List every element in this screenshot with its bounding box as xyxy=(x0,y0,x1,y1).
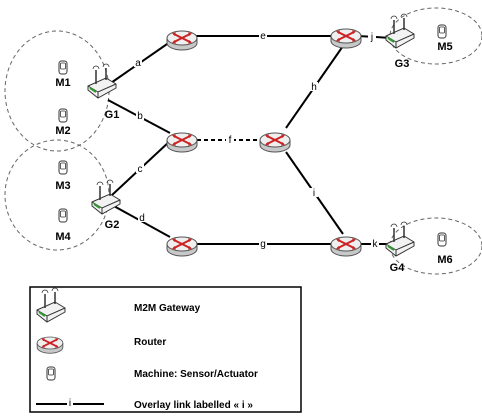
link-label-h: h xyxy=(311,82,317,93)
gateway-icon xyxy=(385,13,415,49)
router-icon xyxy=(36,336,64,355)
machine-label-m5: M5 xyxy=(437,41,452,53)
gateway-icon xyxy=(87,63,117,99)
link-label-e: e xyxy=(260,31,266,42)
gateway-label-g1: G1 xyxy=(105,109,120,121)
link-labels: a b c d e f g h i j k xyxy=(134,31,379,250)
router-icon xyxy=(166,132,198,153)
link-label-a: a xyxy=(135,58,141,69)
legend-machine-label: Machine: Sensor/Actuator xyxy=(134,369,258,380)
machine-icon xyxy=(58,108,68,123)
machine-icon xyxy=(58,60,68,75)
machine-icon xyxy=(46,366,56,381)
cluster-g3 xyxy=(389,7,482,65)
gateway-icon xyxy=(91,179,121,215)
machine-icon xyxy=(58,160,68,175)
link-label-i: i xyxy=(313,188,315,199)
legend: M2M Gateway Router Machine: Sensor/Actua… xyxy=(29,286,302,413)
machine-label-m3: M3 xyxy=(55,180,70,192)
link-label-c: c xyxy=(138,164,143,175)
machine-label-m2: M2 xyxy=(55,125,70,137)
legend-link-label: Overlay link labelled « i » xyxy=(134,400,253,411)
gateway-label-g2: G2 xyxy=(105,219,120,231)
legend-gateway-label: M2M Gateway xyxy=(134,303,201,314)
link-label-d: d xyxy=(139,213,145,224)
router-icon xyxy=(259,132,291,153)
link-label-k: k xyxy=(373,239,379,250)
legend-link-sample-label: i xyxy=(69,398,71,409)
link-label-b: b xyxy=(137,111,143,122)
gateway-label-g4: G4 xyxy=(390,262,406,274)
link-label-j: j xyxy=(370,32,373,43)
machine-label-m4: M4 xyxy=(55,231,71,243)
router-icon xyxy=(166,30,198,51)
router-icon xyxy=(166,236,198,257)
machine-icon xyxy=(58,208,68,223)
machine-icon xyxy=(437,232,447,247)
router-icon xyxy=(330,236,362,257)
machine-label-m6: M6 xyxy=(437,254,452,266)
gateway-label-g3: G3 xyxy=(395,58,410,70)
machine-icon xyxy=(437,24,447,39)
cluster-g4 xyxy=(389,217,482,275)
legend-router-label: Router xyxy=(134,337,166,348)
gateway-icon xyxy=(385,221,415,257)
router-icon xyxy=(330,28,362,49)
legend-box xyxy=(29,286,302,413)
link-label-f: f xyxy=(229,135,232,146)
link-label-g: g xyxy=(260,239,266,250)
machine-label-m1: M1 xyxy=(55,77,70,89)
